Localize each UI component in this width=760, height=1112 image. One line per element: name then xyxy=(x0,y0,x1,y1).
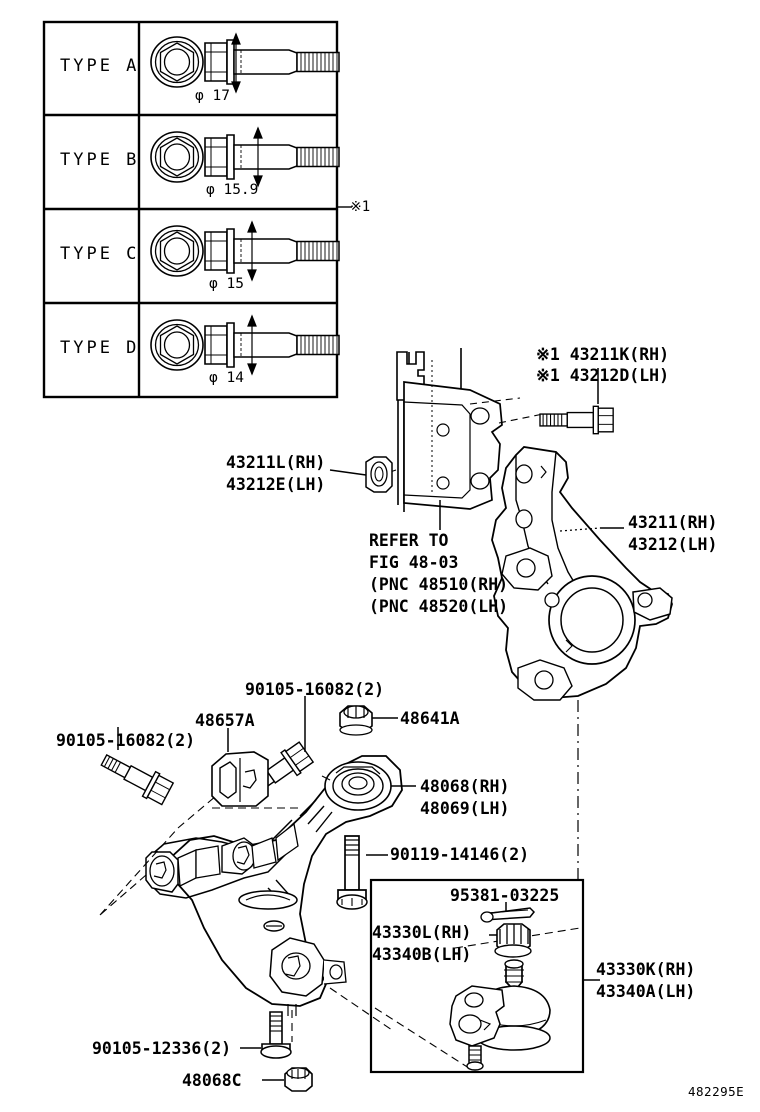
type-d-diameter: φ 14 xyxy=(209,370,244,386)
callout-arm-lh: 48069(LH) xyxy=(420,799,510,818)
type-row-label-b: TYPE B xyxy=(60,150,140,170)
type-row-label-c: TYPE C xyxy=(60,244,140,264)
balljoint-inset-dashed xyxy=(374,927,581,1071)
callout-bolt-90105-12336: 90105-12336(2) xyxy=(92,1039,232,1058)
type-row-label-a: TYPE A xyxy=(60,56,140,76)
callout-knuckle-nut-rh: 43211L(RH) xyxy=(226,453,326,472)
callout-knuckle-bolt-rh: ※1 43211K(RH) xyxy=(536,345,670,364)
refer-line-2: FIG 48-03 xyxy=(369,553,459,572)
knuckle-bolt-art xyxy=(539,368,614,435)
type-a-bolt-art xyxy=(150,32,340,94)
callout-balljoint-lh: 43340A(LH) xyxy=(596,982,696,1001)
refer-line-4: (PNC 48520(LH) xyxy=(369,597,509,616)
nut-48068c-art xyxy=(284,1067,313,1092)
callout-bolt-left: 90105-16082(2) xyxy=(56,731,196,750)
nut-48641a-art xyxy=(339,705,373,736)
arm-bolt-left-art xyxy=(100,753,175,806)
callout-knuckle-nut-lh: 43212E(LH) xyxy=(226,475,326,494)
refer-line-3: (PNC 48510(RH) xyxy=(369,575,509,594)
figure-code: 482295E xyxy=(688,1084,745,1099)
callout-balljoint-nut-rh: 43330L(RH) xyxy=(372,923,472,942)
callout-knuckle-lh: 43212(LH) xyxy=(628,535,718,554)
cotter-pin-art xyxy=(480,907,536,923)
callout-nut-48068c: 48068C xyxy=(182,1071,242,1090)
callout-bracket-48657a: 48657A xyxy=(195,711,255,730)
bolt-90119-art xyxy=(336,835,368,910)
strut-bracket-art xyxy=(396,348,503,512)
callout-bolt-90119: 90119-14146(2) xyxy=(390,845,530,864)
balljoint-body-art xyxy=(449,959,551,1071)
callout-bolt-top: 90105-16082(2) xyxy=(245,680,385,699)
knuckle-label-leader xyxy=(559,527,624,532)
callout-arm-rh: 48068(RH) xyxy=(420,777,510,796)
type-table-note-symbol: ※1 xyxy=(350,199,371,215)
bolt-90105-12336-art xyxy=(260,1011,292,1059)
callout-knuckle-bolt-lh: ※1 43212D(LH) xyxy=(536,366,670,385)
type-b-bolt-art xyxy=(150,126,340,188)
bracket-48657a-art xyxy=(211,751,269,807)
type-table-frame xyxy=(42,20,339,399)
type-c-diameter: φ 15 xyxy=(209,276,244,292)
lower-control-arm-art xyxy=(145,755,403,1016)
type-c-bolt-art xyxy=(150,220,340,282)
knuckle-nut-art xyxy=(365,456,393,493)
callout-nut-48641a: 48641A xyxy=(400,709,460,728)
steering-knuckle-art xyxy=(491,446,673,701)
callout-balljoint-nut-lh: 43340B(LH) xyxy=(372,945,472,964)
type-row-label-d: TYPE D xyxy=(60,338,140,358)
arm-dashed-leaders xyxy=(99,795,393,1042)
callout-balljoint-rh: 43330K(RH) xyxy=(596,960,696,979)
refer-line-1: REFER TO xyxy=(369,531,449,550)
type-d-bolt-art xyxy=(150,314,340,376)
type-b-diameter: φ 15.9 xyxy=(206,182,259,198)
balljoint-inset-frame xyxy=(369,878,585,1074)
type-a-diameter: φ 17 xyxy=(195,88,230,104)
callout-cotter-pin: 95381-03225 xyxy=(450,886,560,905)
callout-knuckle-rh: 43211(RH) xyxy=(628,513,718,532)
balljoint-nut-art xyxy=(494,923,532,958)
